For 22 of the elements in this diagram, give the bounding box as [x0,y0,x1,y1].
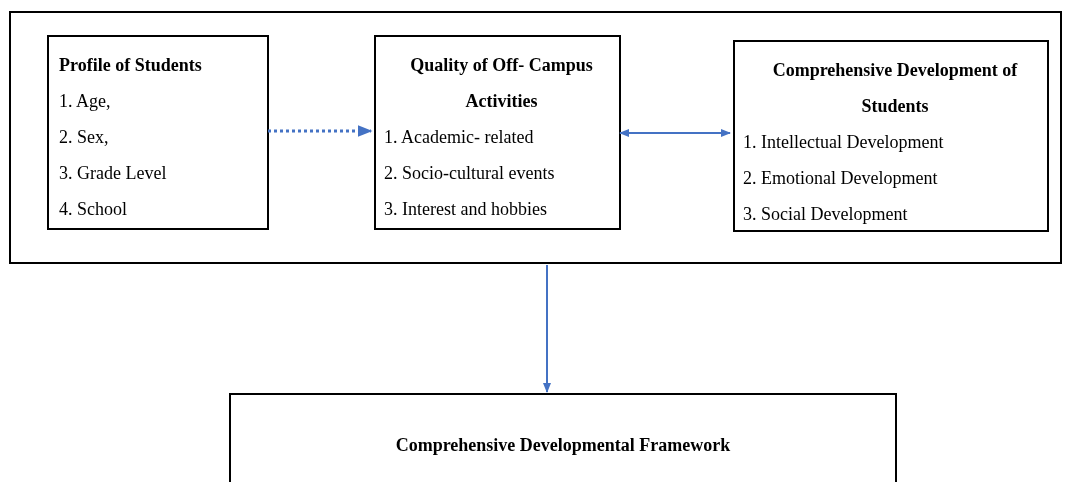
list-item: 1. Age, [59,90,112,113]
list-item: 3. Interest and hobbies [384,198,548,221]
variable-box [374,35,621,230]
framework-box [229,393,897,482]
variable-box [733,40,1049,232]
arrow [543,264,551,393]
list-item: 4. School [59,198,128,221]
list-item: 3. Social Development [743,203,909,226]
box-heading: Comprehensive Developmental Framework [394,434,732,457]
list-item: 2. Socio-cultural events [384,162,556,185]
group-frame [9,11,1062,264]
box-heading: Comprehensive Development of Students [771,59,1019,118]
box-heading: Quality of Off- Campus Activities [409,54,594,113]
box-heading: Profile of Students [59,54,203,77]
arrow [268,125,373,137]
list-item: 1. Intellectual Development [743,131,945,154]
list-item: 3. Grade Level [59,162,168,185]
list-item: 2. Sex, [59,126,110,149]
arrow [619,129,731,137]
list-item: 1. Academic- related [384,126,535,149]
variable-box [47,35,269,230]
list-item: 2. Emotional Development [743,167,939,190]
